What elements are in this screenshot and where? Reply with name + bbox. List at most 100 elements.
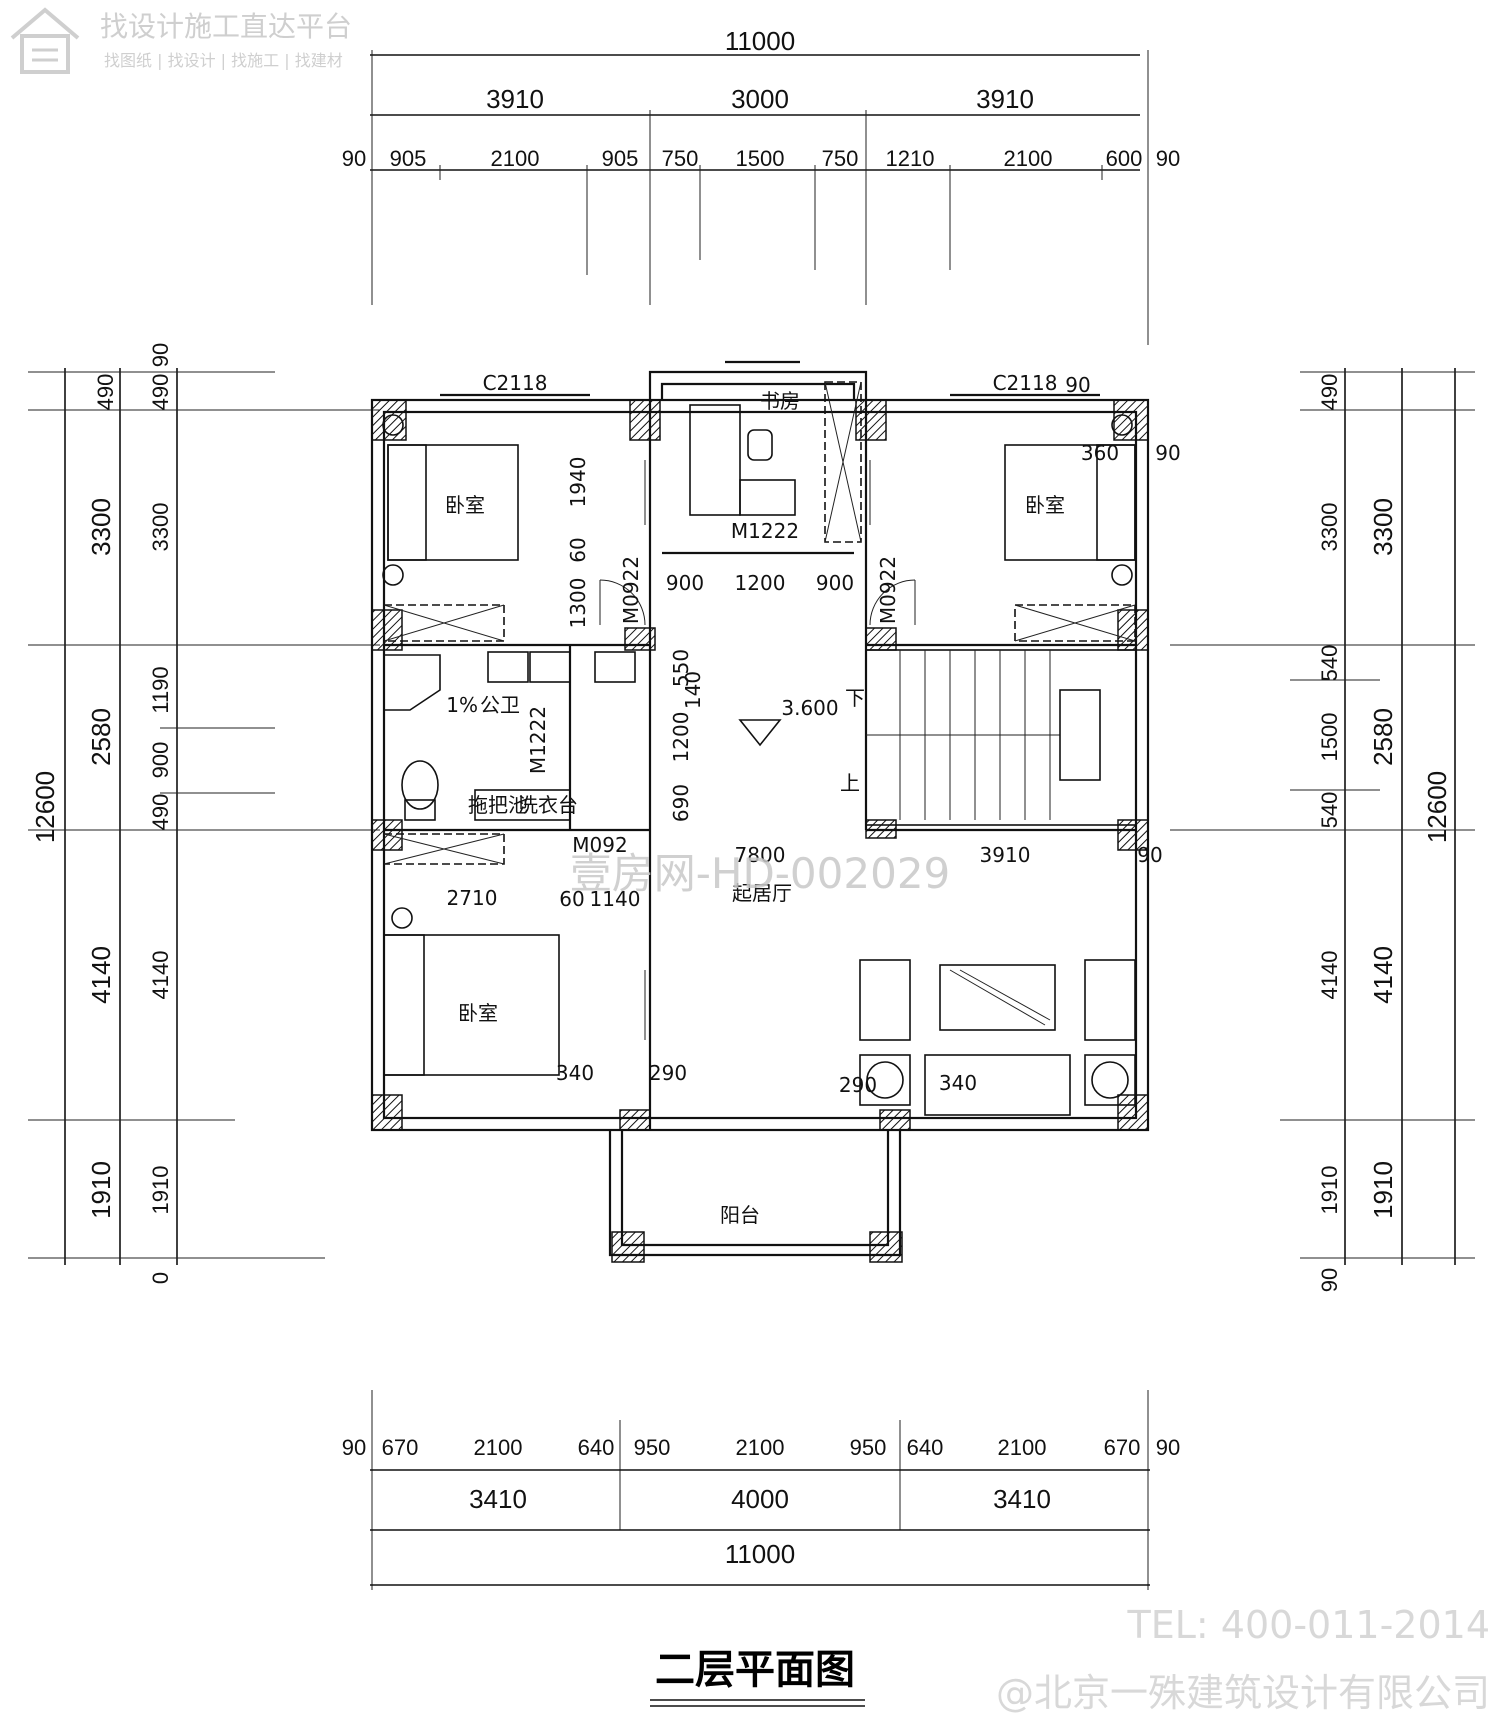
left-inner-dim: 1190 <box>148 666 173 713</box>
room-bedroom-nw: 卧室 <box>445 493 485 517</box>
left-inner-dim: 900 <box>148 742 173 779</box>
left-inner-dim: 3300 <box>148 503 173 552</box>
wardrobes <box>383 381 1136 865</box>
right-inner-dim: 3300 <box>1317 503 1342 552</box>
window-tag-nw: C2118 <box>483 371 548 395</box>
right-outer-dim: 3300 <box>1368 498 1398 556</box>
inner-dim: 60 <box>559 887 584 911</box>
left-total-dim: 12600 <box>30 771 60 843</box>
bottom-detail-dim: 90 <box>342 1435 366 1460</box>
right-inner-dim: 1500 <box>1317 713 1342 762</box>
top-dimensions <box>370 50 1149 345</box>
right-dimensions <box>1170 368 1475 1265</box>
room-study: 书房 <box>760 389 800 413</box>
bottom-seg-dim: 3410 <box>993 1484 1051 1514</box>
right-outer-dim: 2580 <box>1368 708 1398 766</box>
left-outer-dim: 4140 <box>86 946 116 1004</box>
inner-dim: 290 <box>649 1061 687 1085</box>
door-tag-m0922-left: M0922 <box>619 556 643 624</box>
watermark-line2: 找图纸 | 找设计 | 找施工 | 找建材 <box>104 51 343 70</box>
bottom-detail-dim: 670 <box>1104 1435 1141 1460</box>
bottom-detail-dim: 2100 <box>474 1435 523 1460</box>
bed-furniture <box>382 414 1136 1076</box>
left-outer-dim: 1910 <box>86 1161 116 1219</box>
inner-dim: 3910 <box>980 843 1031 867</box>
top-detail-dim: 2100 <box>1004 146 1053 171</box>
left-inner-dim: 0 <box>148 1272 173 1284</box>
door-swings <box>599 460 916 1040</box>
room-balcony: 阳台 <box>720 1203 760 1227</box>
top-detail-dim: 2100 <box>491 146 540 171</box>
tel-text: TEL: 400-011-2014 <box>1127 1603 1490 1647</box>
bottom-seg-dim: 3410 <box>469 1484 527 1514</box>
structural-columns <box>371 399 1149 1263</box>
top-total-dim: 11000 <box>725 26 795 56</box>
top-detail-dim: 750 <box>822 146 859 171</box>
bottom-detail-dim: 2100 <box>998 1435 1047 1460</box>
bottom-dimensions <box>370 1390 1150 1590</box>
inner-dim: 1140 <box>590 887 641 911</box>
door-tag-bath: M1222 <box>526 706 550 774</box>
right-outer-dim: 1910 <box>1368 1161 1398 1219</box>
top-seg-dim: 3910 <box>486 84 544 114</box>
top-detail-dim: 905 <box>602 146 639 171</box>
left-inner-dim: 1910 <box>148 1166 173 1215</box>
inner-dim: 60 <box>566 537 590 562</box>
room-bath: 公卫 <box>480 693 520 717</box>
watermark-center: 壹房网-HD-002029 <box>570 849 951 898</box>
inner-dim: 290 <box>839 1073 877 1097</box>
stair-down-label: 下 <box>845 686 865 710</box>
bottom-detail-dim: 640 <box>578 1435 615 1460</box>
bottom-seg-dim: 4000 <box>731 1484 789 1514</box>
watermark-line1: 找设计施工直达平台 <box>100 10 352 43</box>
drawing-title: 二层平面图 <box>655 1647 855 1693</box>
inner-dim: 340 <box>556 1061 594 1085</box>
inner-dim: 340 <box>939 1071 977 1095</box>
bottom-detail-dim: 950 <box>850 1435 887 1460</box>
left-inner-dim: 90 <box>148 343 173 367</box>
right-outer-dim: 490 <box>1317 374 1342 411</box>
bottom-detail-dim: 670 <box>382 1435 419 1460</box>
company-text: @北京一殊建筑设计有限公司 <box>996 1671 1490 1715</box>
bottom-total-dim: 11000 <box>725 1539 795 1569</box>
inner-dim: 140 <box>681 671 705 709</box>
top-detail-dim: 90 <box>1156 146 1180 171</box>
right-inner-dim: 4140 <box>1317 951 1342 1000</box>
mop-pool-label: 拖把池 <box>468 793 528 817</box>
inner-dim: 7800 <box>735 843 786 867</box>
top-detail-dim: 1210 <box>886 146 935 171</box>
right-outer-dim: 4140 <box>1368 946 1398 1004</box>
inner-dim: 550 <box>669 649 693 687</box>
top-detail-dim: 90 <box>342 146 366 171</box>
bottom-detail-dim: 2100 <box>736 1435 785 1460</box>
laundry-label: 洗衣台 <box>518 793 578 817</box>
door-tag-m092: M092 <box>572 833 627 857</box>
left-inner-dim: 490 <box>148 794 173 831</box>
inner-dim: 690 <box>669 784 693 822</box>
room-bedroom-ne: 卧室 <box>1025 493 1065 517</box>
inner-dim: 2710 <box>447 886 498 910</box>
top-seg-dim: 3910 <box>976 84 1034 114</box>
left-inner-dim: 490 <box>148 374 173 411</box>
inner-dim: 90 <box>1137 843 1162 867</box>
right-total-dim: 12600 <box>1422 771 1452 843</box>
top-detail-dim: 750 <box>662 146 699 171</box>
inner-dim: 1200 <box>669 712 693 763</box>
left-outer-dim: 2580 <box>86 708 116 766</box>
right-inner-dim: 1910 <box>1317 1166 1342 1215</box>
top-seg-dim: 3000 <box>731 84 789 114</box>
inner-dim: 900 <box>666 571 704 595</box>
inner-dim: 1940 <box>566 457 590 508</box>
right-inner-dim: 90 <box>1317 1268 1342 1292</box>
door-tag-m0922-right: M0922 <box>876 556 900 624</box>
living-furniture <box>859 959 1136 1116</box>
floor-elevation: 3.600 <box>781 696 838 720</box>
inner-dim: 1300 <box>566 578 590 629</box>
bottom-detail-dim: 640 <box>907 1435 944 1460</box>
bottom-detail-dim: 90 <box>1156 1435 1180 1460</box>
watermark-logo <box>10 7 80 74</box>
study-desk <box>689 404 796 516</box>
bathroom-fixtures <box>383 651 636 821</box>
elevation-marker <box>738 719 782 747</box>
bottom-detail-dim: 950 <box>634 1435 671 1460</box>
